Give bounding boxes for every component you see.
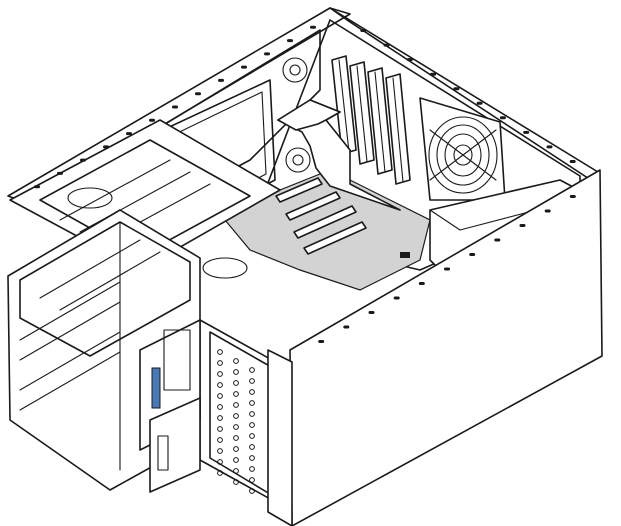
screw-hole [310,25,316,29]
vent-hole [217,360,223,366]
screw-hole [368,311,375,314]
screw-hole [383,43,390,47]
screw-hole [80,158,86,162]
vent-hole [233,380,239,386]
screw-hole [34,185,40,189]
vent-hole [233,391,239,397]
vent-hole [233,446,239,452]
vent-hole [217,393,223,399]
vent-hole [249,422,255,428]
screw-hole [499,116,506,120]
vent-hole [217,415,223,421]
vent-hole [217,371,223,377]
vent-hole [249,466,255,472]
vent-hole [249,378,255,384]
screw-hole [241,65,247,69]
screw-hole [418,282,425,285]
vent-hole [249,477,255,483]
screw-hole [343,325,350,329]
screw-hole [430,72,437,76]
screw-hole [126,132,132,136]
screw-hole [444,267,450,271]
vent-hole [233,479,239,485]
vent-hole [249,367,255,373]
vent-hole [217,448,223,454]
vent-hole [233,424,239,430]
vent-hole [233,413,239,419]
vent-hole [233,358,239,364]
screw-hole [469,253,476,256]
rear-fan [419,97,506,201]
vent-hole [217,459,223,465]
vent-hole [217,426,223,432]
vent-hole [217,437,223,443]
screw-hole [57,171,63,175]
screw-hole [476,101,483,105]
screw-hole [218,78,224,82]
vent-hole [233,468,239,474]
vent-hole [249,444,255,450]
screw-hole [544,209,551,213]
rail-screw-holes [34,25,576,343]
vent-hole [217,404,223,410]
vent-hole [233,457,239,463]
vent-hole [217,382,223,388]
vent-hole [249,400,255,406]
screw-hole [103,145,109,149]
screw-hole [149,118,155,122]
vent-hole [249,411,255,417]
screw-hole [287,39,293,43]
screw-hole [523,130,530,134]
vent-hole [249,455,255,461]
vent-hole [249,433,255,439]
front-vent-holes [217,349,255,494]
vent-hole [233,435,239,441]
screw-hole [172,105,178,109]
screw-hole [453,87,460,91]
screw-hole [569,195,576,198]
vent-hole [217,470,223,476]
screw-hole [569,160,576,163]
screw-hole [393,296,400,300]
front-io-module [139,319,201,493]
vent-hole [217,349,223,355]
screw-hole [360,29,367,32]
chassis-front-edge [267,349,293,526]
screw-hole [519,224,526,227]
screw-hole [494,238,501,242]
screw-hole [406,58,413,62]
vent-hole [233,369,239,375]
screw-hole [318,340,325,343]
vent-hole [249,488,255,494]
vent-hole [233,402,239,408]
screw-hole [546,145,553,149]
screw-hole [264,52,270,56]
screw-hole [195,92,201,96]
vent-hole [249,389,255,395]
lift-direction-arrow [277,99,401,211]
